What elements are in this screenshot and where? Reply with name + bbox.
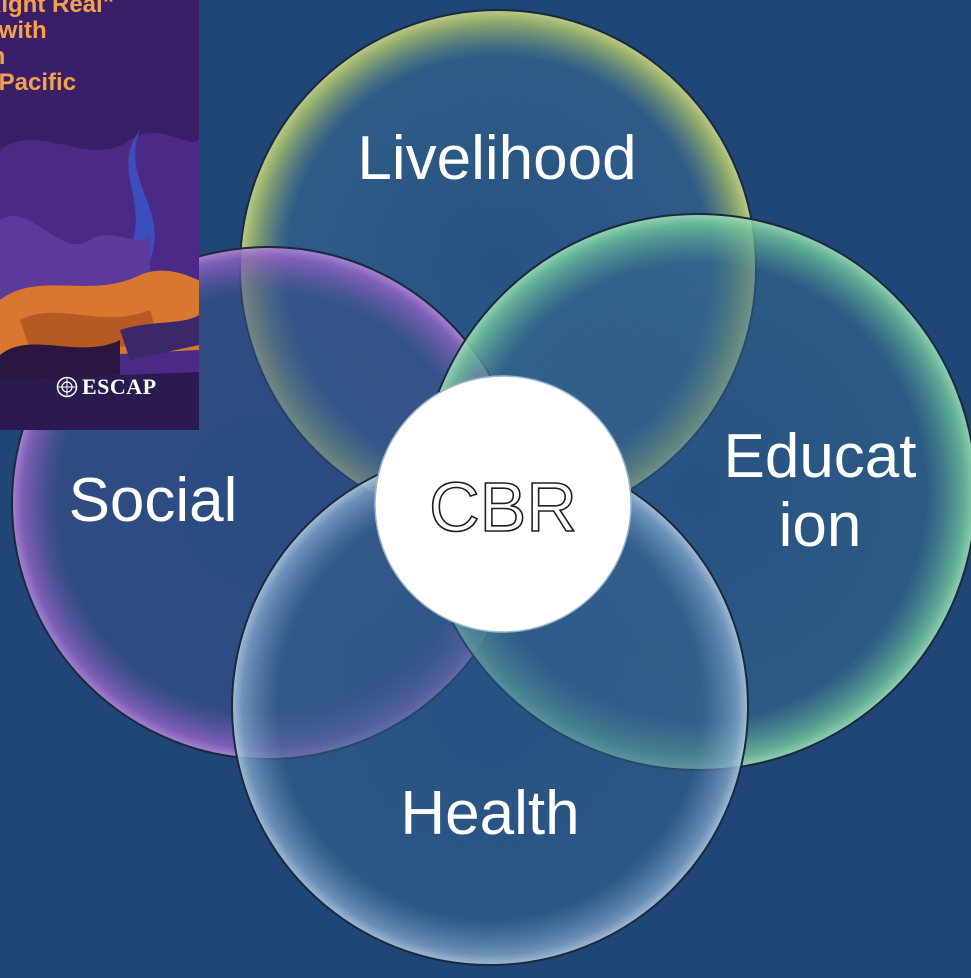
education-label-line1: Educat — [723, 422, 917, 491]
cover-title-line4: he Pacific — [0, 69, 77, 96]
social-label: Social — [68, 466, 238, 535]
escap-logo: ESCAP — [56, 374, 196, 400]
cover-title-line3: s in — [0, 44, 199, 70]
education-label-line2: ion — [778, 491, 862, 561]
center-label: CBR — [428, 468, 577, 546]
health-label: Health — [400, 779, 580, 848]
cover-artwork — [0, 0, 199, 430]
escap-logo-text: ESCAP — [82, 374, 157, 399]
un-emblem-icon — [56, 376, 78, 398]
center-circle — [374, 375, 632, 633]
livelihood-label: Livelihood — [357, 124, 637, 193]
education-label: Educat ion — [700, 422, 940, 561]
cover-title-line2: ns with — [0, 17, 47, 44]
